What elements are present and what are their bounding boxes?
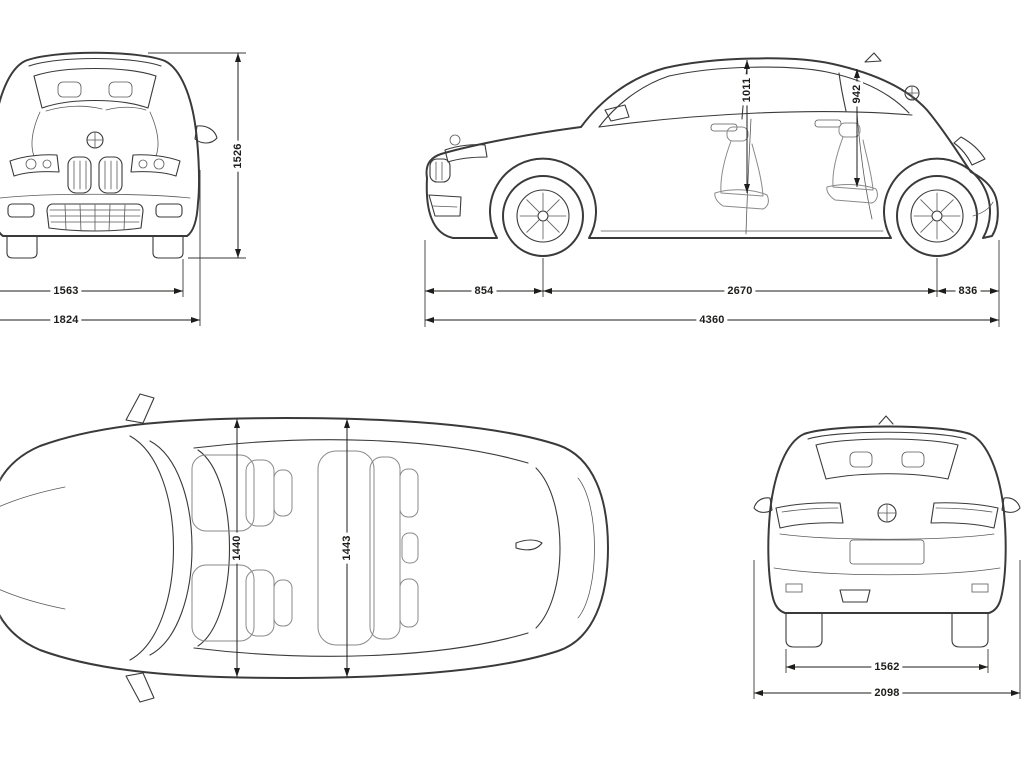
rear-window: [535, 467, 561, 629]
headlight: [444, 144, 488, 163]
antenna-fin: [864, 52, 882, 63]
taillights: [775, 502, 999, 529]
left-mirror: [753, 497, 773, 513]
dim-rear-headroom-label: 942: [851, 81, 863, 107]
side-mirror: [604, 104, 630, 122]
rear-window: [815, 438, 959, 480]
headrest: [108, 81, 133, 98]
front-wheel: [502, 175, 584, 257]
bmw-roundel-icon: [904, 85, 920, 101]
antenna-fin: [878, 415, 894, 425]
windshield: [33, 67, 157, 109]
right-mirror: [125, 672, 155, 703]
wipers: [45, 105, 147, 112]
right-mirror: [1001, 497, 1021, 513]
fog-light: [7, 203, 35, 218]
rear-seat: [826, 122, 878, 204]
antenna-fin: [515, 539, 543, 551]
glass-top: [668, 66, 910, 114]
kidney-grille: [67, 156, 123, 194]
dim-front-headroom-label: 1011: [741, 74, 753, 106]
windshield: [149, 440, 193, 656]
taillight: [953, 136, 986, 166]
reflector: [971, 583, 989, 593]
dim-front-interior-width-label: 1440: [231, 532, 243, 564]
rear-wheel: [896, 175, 978, 257]
headrest: [849, 451, 873, 468]
bmw-roundel-icon: [877, 503, 897, 523]
beltline: [598, 111, 913, 128]
dim-wheelbase-label: 2670: [724, 285, 756, 297]
dim-overall-width-label: 1824: [50, 314, 82, 326]
rear-left-wheel: [785, 612, 823, 648]
headrest: [57, 81, 82, 98]
front-seat: [714, 126, 769, 210]
left-mirror: [125, 393, 155, 424]
lower-intake: [46, 203, 144, 232]
bmw-roundel-icon: [449, 134, 461, 146]
kidney-grille: [429, 158, 451, 183]
dim-overall-length-label: 4360: [696, 314, 728, 326]
dim-width-incl-mirrors-label: 2098: [871, 687, 903, 699]
front-view-drawing: [0, 51, 218, 259]
dim-front-track-label: 1563: [50, 285, 82, 297]
rear-right-wheel: [951, 612, 989, 648]
exhaust: [839, 589, 871, 603]
dim-rear-overhang-label: 836: [955, 285, 981, 297]
front-right-wheel: [152, 235, 184, 259]
rear-view-drawing: [753, 415, 1021, 648]
bmw-roundel-icon: [86, 131, 104, 149]
fog-light: [155, 203, 183, 218]
front-seats: [191, 454, 293, 642]
license-plate: [849, 539, 925, 565]
dim-overall-height-label: 1526: [232, 140, 244, 172]
dim-front-overhang-label: 854: [471, 285, 497, 297]
top-view-drawing: [0, 393, 609, 703]
cowl-line: [129, 435, 175, 661]
rear-bench: [317, 450, 419, 646]
right-mirror: [194, 125, 218, 144]
front-left-wheel: [6, 235, 38, 259]
dim-rear-track-label: 1562: [871, 661, 903, 673]
headrest: [901, 451, 925, 468]
door-handle: [814, 119, 842, 128]
roof-rails: [193, 439, 529, 657]
side-view-drawing: [425, 52, 999, 257]
headlights: [9, 154, 181, 177]
reflector: [785, 583, 803, 593]
dim-rear-interior-width-label: 1443: [341, 532, 353, 564]
